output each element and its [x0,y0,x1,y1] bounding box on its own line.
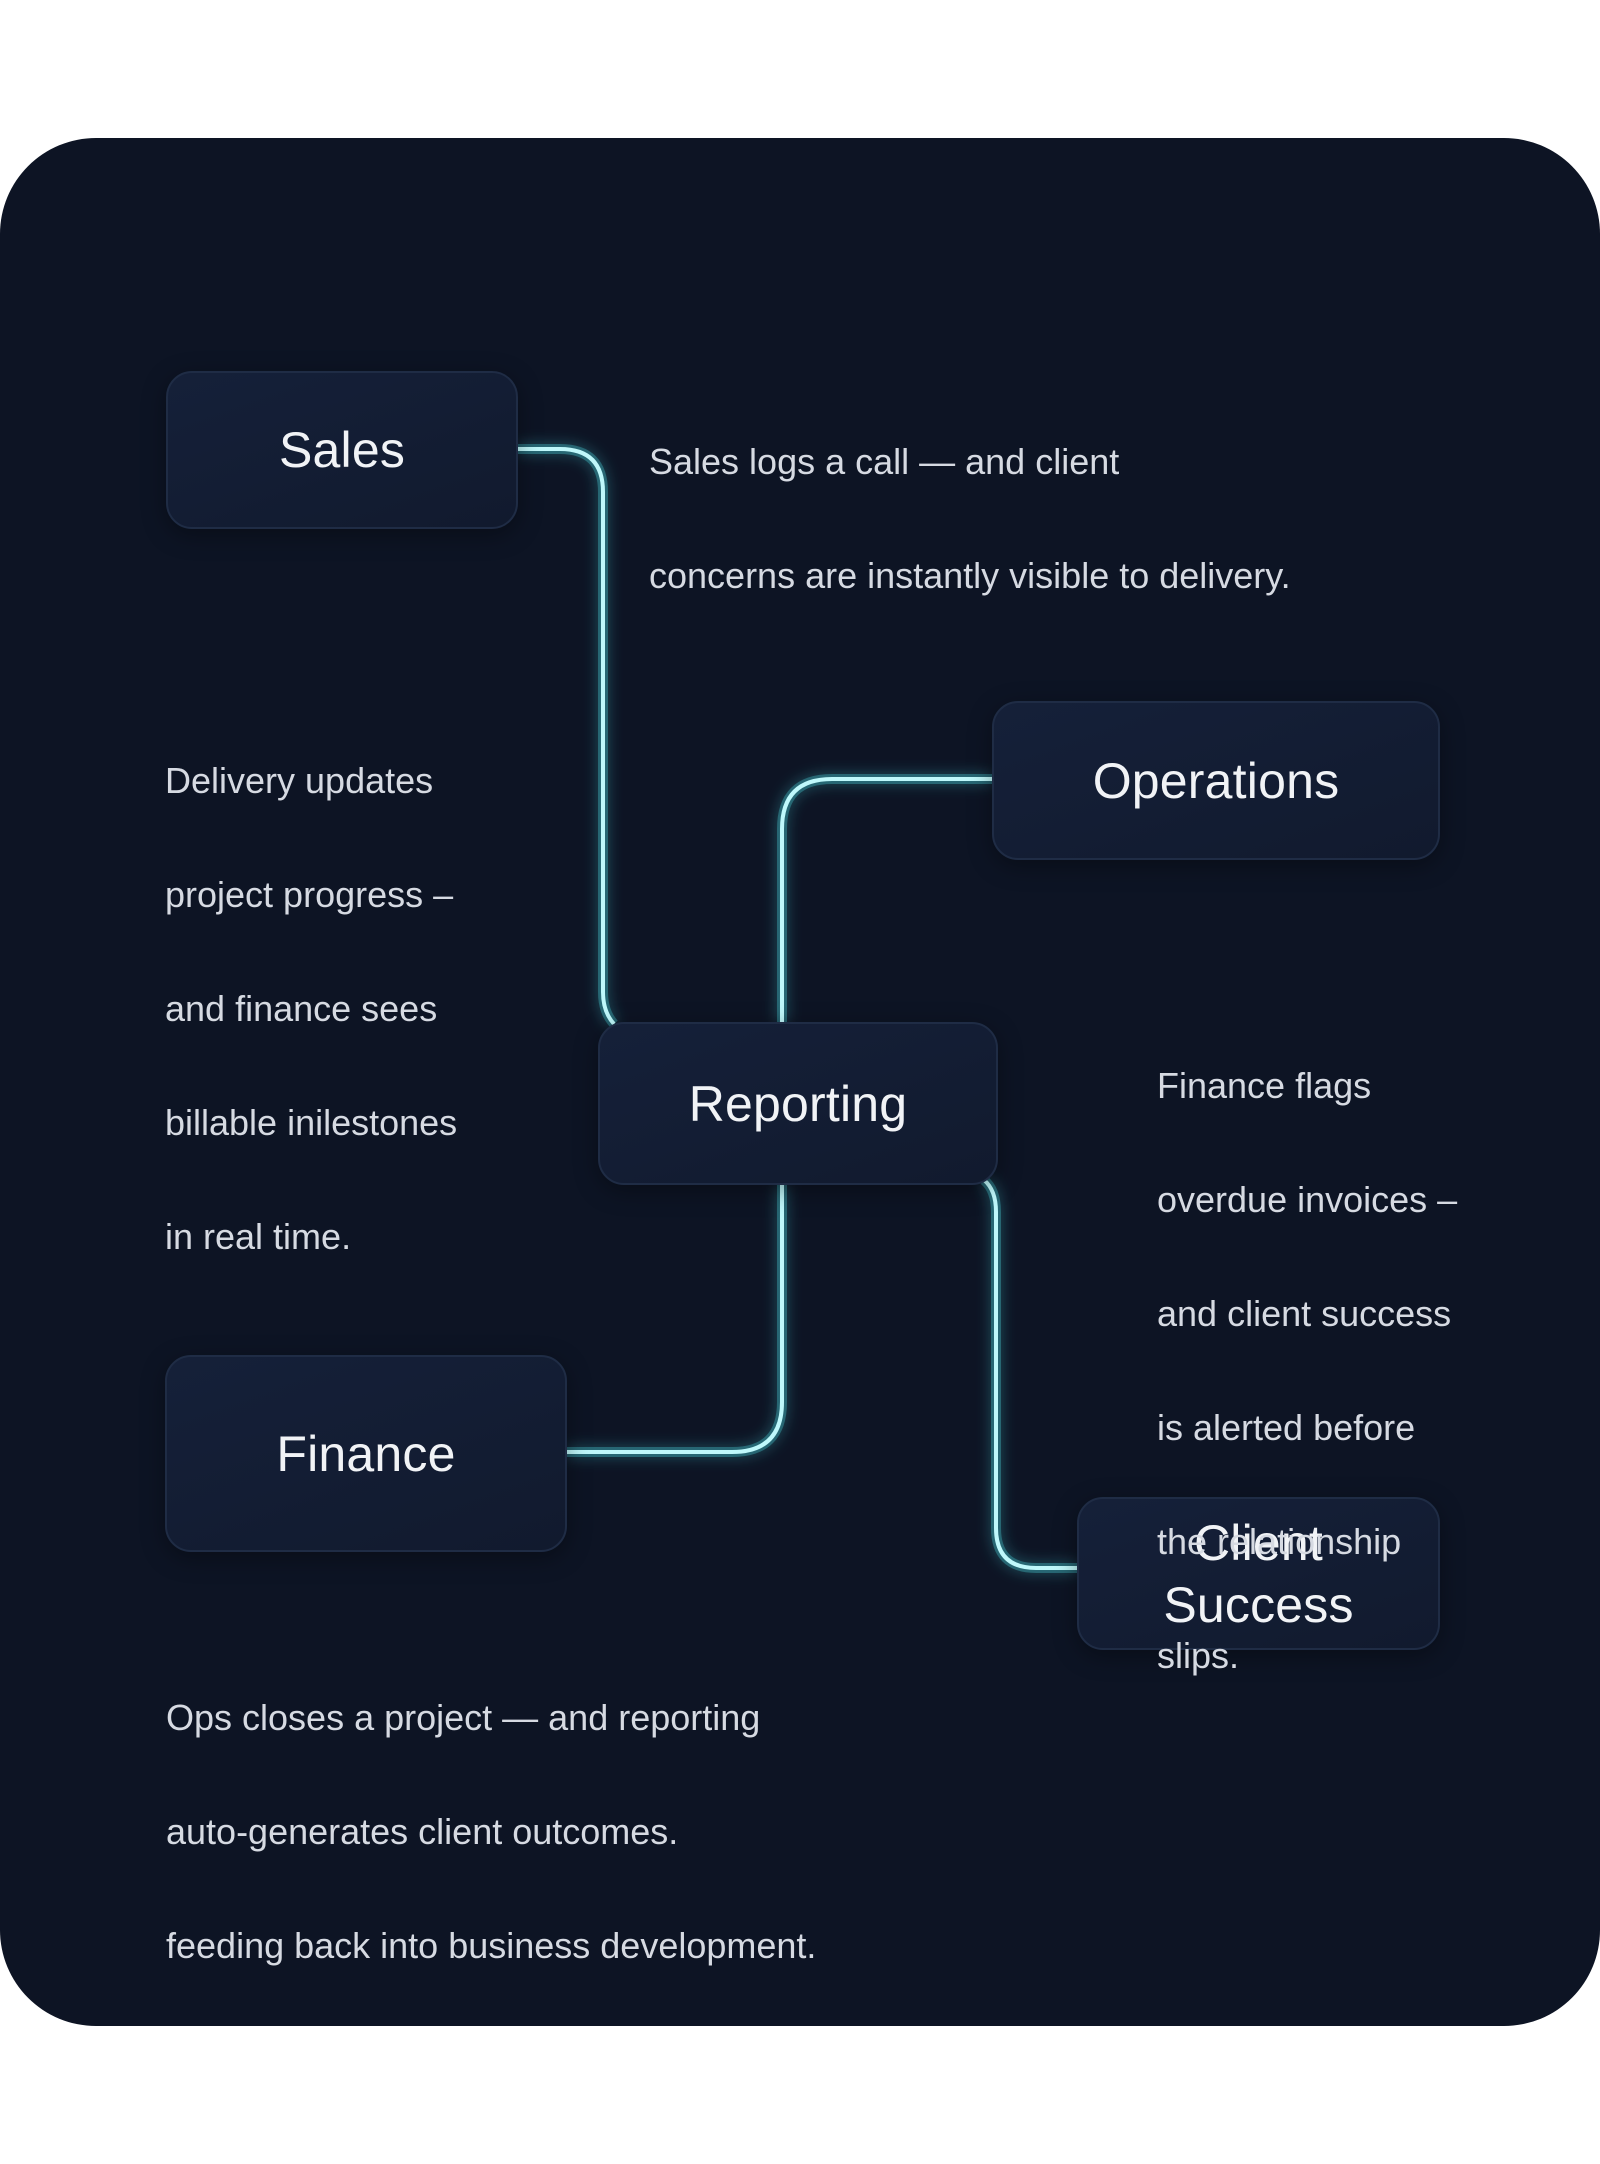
finance-note: Finance flags overdue invoices – and cli… [1157,1000,1457,1741]
node-sales[interactable]: Sales [166,371,518,529]
node-reporting-label: Reporting [688,1075,908,1132]
finance-note-line: the relationship [1157,1521,1402,1562]
node-finance-label: Finance [276,1425,456,1482]
sales-note: Sales logs a call — and client concerns … [649,376,1291,661]
node-sales-label: Sales [278,422,406,478]
delivery-note-line: in real time. [165,1216,352,1257]
sales-note-line: concerns are instantly visible to delive… [649,555,1291,596]
ops-note-line: Ops closes a project — and reporting [166,1697,761,1738]
node-finance[interactable]: Finance [165,1355,567,1552]
ops-note-line: auto-generates client outcomes. [166,1811,679,1852]
delivery-note: Delivery updates project progress – and … [165,695,457,1322]
delivery-note-line: Delivery updates [165,760,434,801]
finance-note-line: overdue invoices – [1157,1179,1458,1220]
delivery-note-line: and finance sees [165,988,438,1029]
node-client-success[interactable]: Client Success [1077,1497,1440,1650]
ops-note-line: feeding back into business development. [166,1925,817,1966]
finance-note-line: is alerted before [1157,1407,1416,1448]
finance-note-line: and client success [1157,1293,1452,1334]
node-reporting[interactable]: Reporting [598,1022,998,1185]
node-operations[interactable]: Operations [992,701,1440,860]
finance-note-line: slips. [1157,1635,1240,1676]
node-client-success-label-line-1: Client [1193,1514,1324,1571]
finance-note-line: Finance flags [1157,1065,1372,1106]
delivery-note-line: billable inilestones [165,1102,458,1143]
node-operations-label: Operations [1092,752,1340,809]
node-client-success-label-line-2: Success [1163,1576,1354,1633]
delivery-note-line: project progress – [165,874,454,915]
ops-note: Ops closes a project — and reporting aut… [166,1632,816,2031]
sales-note-line: Sales logs a call — and client [649,441,1120,482]
